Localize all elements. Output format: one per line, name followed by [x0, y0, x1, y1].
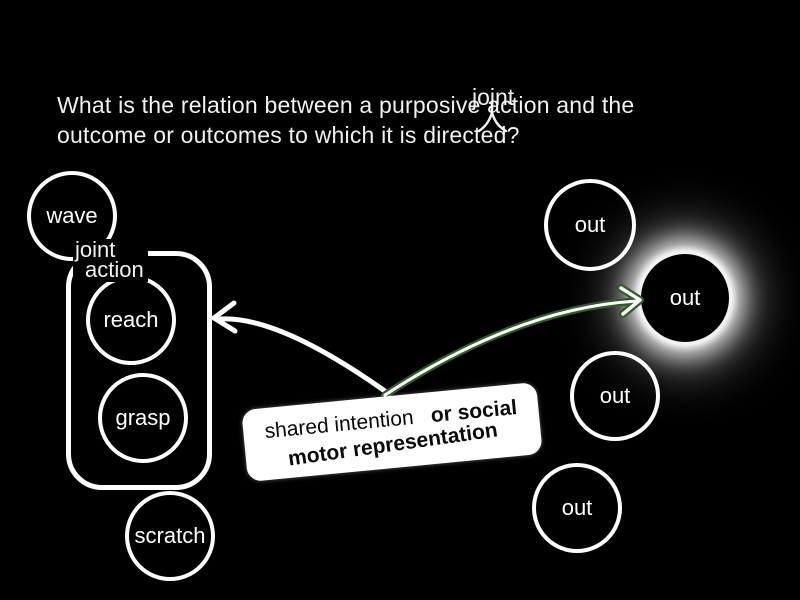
action-circle-reach: reach: [86, 275, 176, 365]
shared-intention-label: shared intention or social motor represe…: [241, 381, 543, 483]
outcome-circle-1: out: [544, 179, 636, 271]
grasp-label: grasp: [115, 405, 171, 430]
outcome-circle-3: out: [570, 351, 660, 441]
outcome-3-label: out: [599, 383, 631, 408]
joint-action-label-line1: joint: [75, 237, 116, 262]
joint-action-label-line2: action: [85, 257, 144, 282]
outcome-4-label: out: [561, 495, 593, 520]
action-circle-scratch: scratch: [125, 491, 215, 581]
outcome-2-label: out: [669, 285, 701, 310]
wave-label: wave: [46, 203, 98, 228]
title-line-1: What is the relation between a purposive…: [57, 92, 635, 118]
action-circle-wave: wave: [27, 171, 117, 261]
title-question: What is the relation between a purposive…: [57, 90, 697, 150]
inserted-word-joint: joint: [472, 84, 515, 110]
joint-action-label: joint action: [73, 239, 148, 282]
outcome-1-label: out: [574, 212, 606, 237]
scratch-label: scratch: [134, 523, 206, 548]
outcome-circle-highlighted: out: [639, 252, 731, 344]
white-curved-arrow-icon: [211, 300, 392, 397]
title-line-2: outcome or outcomes to which it is direc…: [57, 122, 520, 148]
action-circle-grasp: grasp: [98, 373, 188, 463]
reach-label: reach: [103, 307, 159, 332]
outcome-circle-4: out: [532, 463, 622, 553]
